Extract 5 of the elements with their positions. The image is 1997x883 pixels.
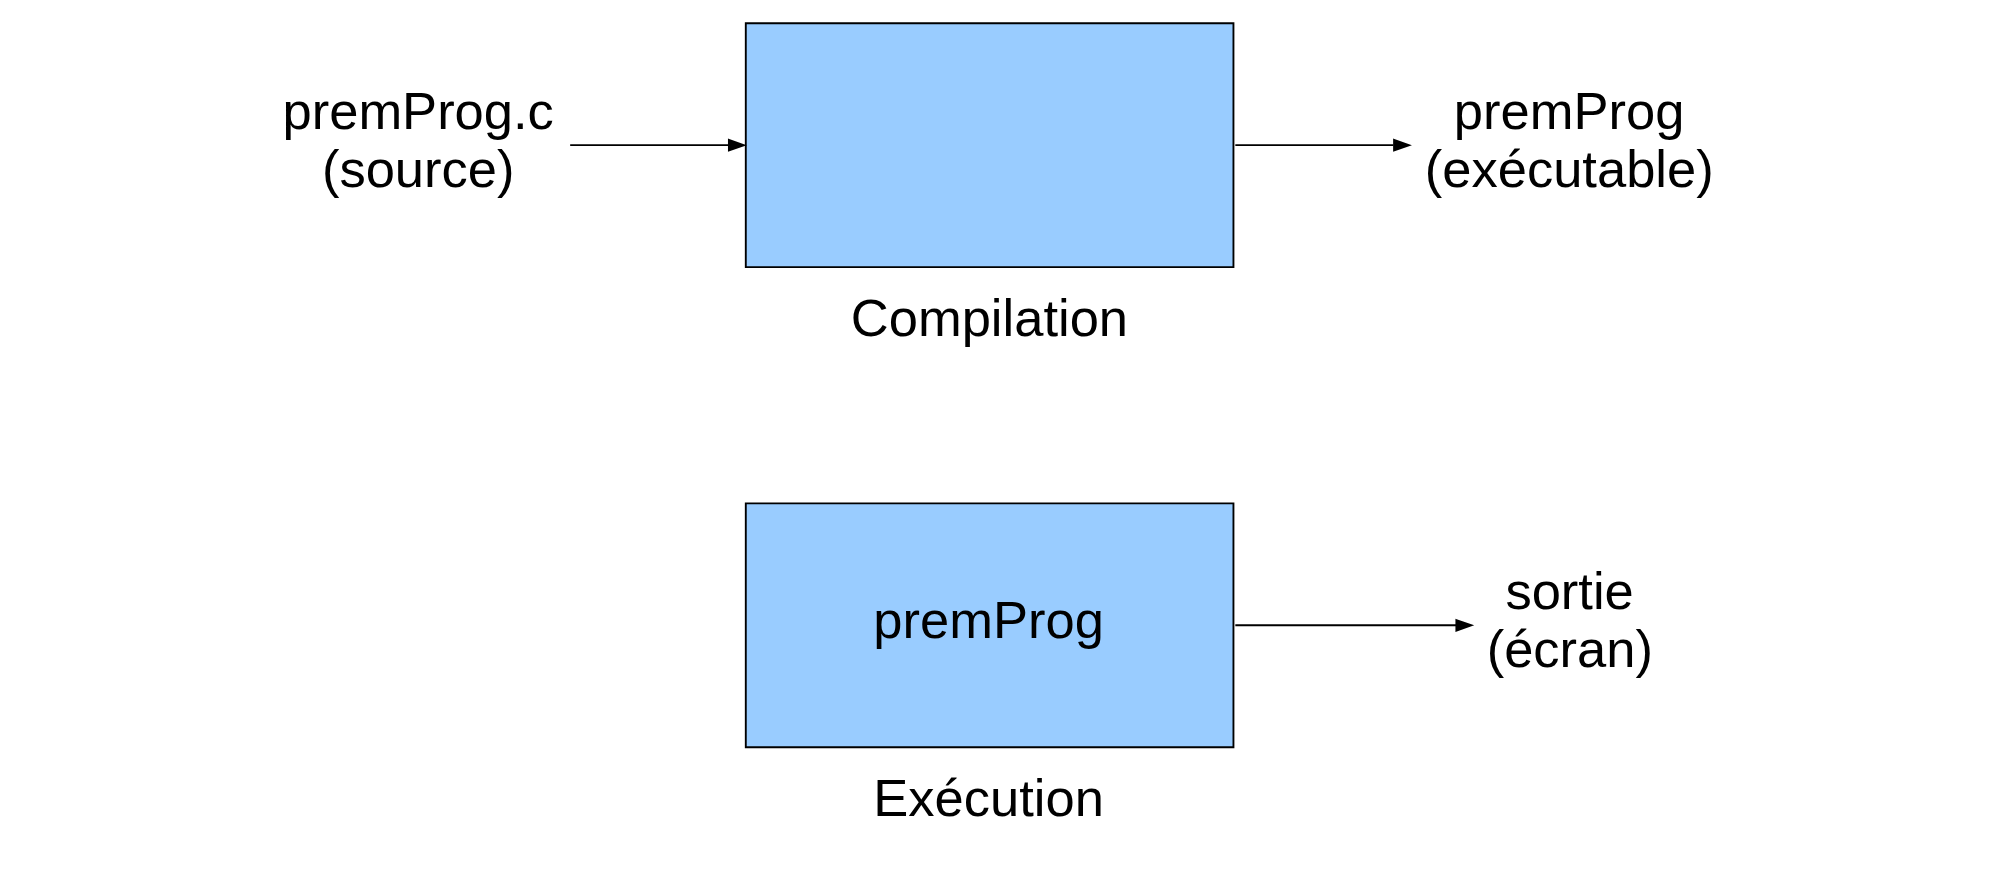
node-text: premProg (exécutable): [1424, 81, 1714, 199]
node-label: Exécution: [872, 768, 1104, 828]
node-text: sortie (écran): [1486, 561, 1653, 679]
node-text: premProg.c (source): [282, 81, 554, 199]
node-label: Compilation: [850, 288, 1128, 348]
